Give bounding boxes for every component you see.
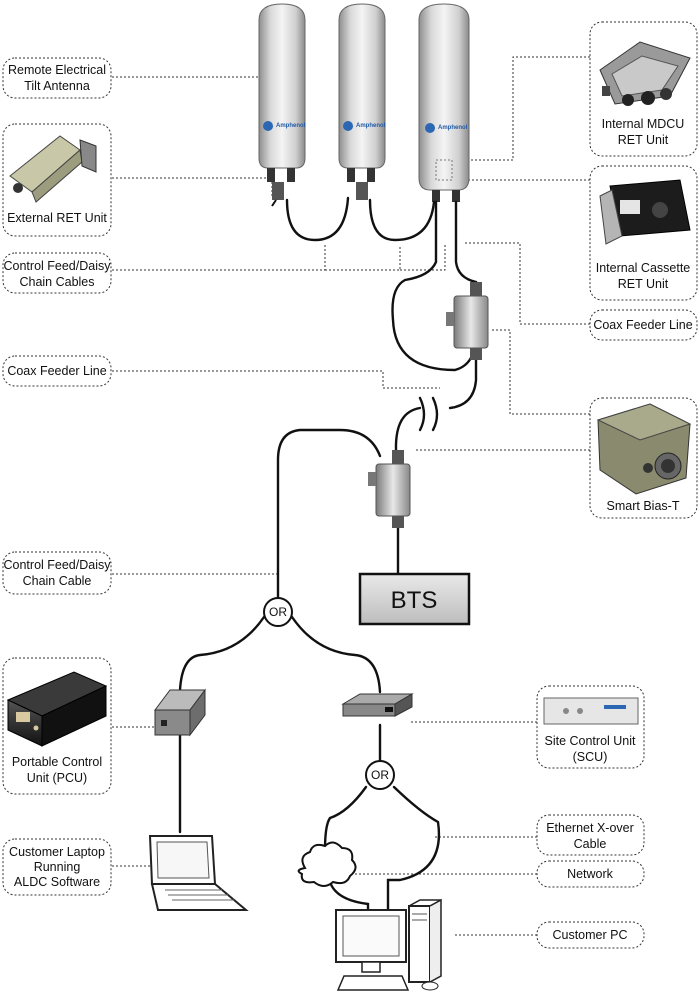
- pcu-box: Portable Control Unit (PCU): [2, 657, 112, 795]
- bts-label: BTS: [391, 587, 438, 614]
- customer-pc-label: Customer PC: [552, 928, 627, 942]
- internal-cassette-label-1: Internal Cassette: [596, 261, 691, 275]
- laptop-icon: [148, 835, 249, 911]
- customer-pc-box: Customer PC: [536, 921, 645, 949]
- amphenol-logo-icon: [263, 121, 273, 131]
- bts-cabinet: BTS: [358, 572, 471, 626]
- control-feed-cables-box: Control Feed/Daisy Chain Cables: [2, 252, 112, 294]
- control-feed-cable-label-2: Chain Cable: [23, 574, 92, 588]
- internal-cassette-box: Internal Cassette RET Unit: [589, 165, 698, 301]
- pcu-photo: [6, 671, 108, 747]
- antenna-1: Amphenol: [258, 3, 306, 207]
- smart-bias-t-label: Smart Bias-T: [607, 499, 680, 513]
- antenna-2: Amphenol: [338, 3, 386, 200]
- ret-antenna-box: Remote Electrical Tilt Antenna: [2, 57, 112, 99]
- scu-label-2: (SCU): [573, 750, 608, 764]
- internal-mdcu-box: Internal MDCU RET Unit: [589, 21, 698, 157]
- ret-antenna-label-2: Tilt Antenna: [24, 79, 90, 93]
- ethernet-label-1: Ethernet X-over: [546, 821, 634, 835]
- or-bottom-label: OR: [371, 768, 389, 782]
- pcu-label-1: Portable Control: [12, 755, 102, 769]
- pcu-label-2: Unit (PCU): [27, 771, 87, 785]
- network-label: Network: [567, 867, 614, 881]
- amphenol-logo-icon: [425, 123, 435, 133]
- ethernet-box: Ethernet X-over Cable: [536, 814, 645, 856]
- control-feed-cables-label-1: Control Feed/Daisy: [4, 259, 112, 273]
- coax-feeder-left-label: Coax Feeder Line: [7, 364, 106, 378]
- control-feed-cable-label-1: Control Feed/Daisy: [4, 558, 112, 572]
- antenna-3-brand: Amphenol: [438, 125, 468, 131]
- coax-feeder-right-box: Coax Feeder Line: [589, 309, 698, 341]
- internal-cassette-label-2: RET Unit: [618, 277, 669, 291]
- antenna-2-brand: Amphenol: [356, 123, 386, 129]
- pcu-device: [154, 688, 206, 737]
- laptop-box: Customer Laptop Running ALDC Software: [2, 838, 112, 896]
- coax-feeder-right-label: Coax Feeder Line: [593, 318, 692, 332]
- or-top-label: OR: [269, 605, 287, 619]
- network-cloud-icon: [297, 841, 357, 887]
- external-ret-photo: [9, 135, 97, 203]
- smart-bias-t-photo: [596, 403, 692, 495]
- scu-device: [341, 693, 414, 717]
- network-box: Network: [536, 860, 645, 888]
- smart-bias-t-box: Smart Bias-T: [589, 397, 698, 519]
- cables: [178, 196, 478, 912]
- scu-photo: [543, 697, 639, 725]
- external-ret-label: External RET Unit: [7, 211, 107, 225]
- scu-label-1: Site Control Unit: [544, 734, 636, 748]
- mdcu-photo: [599, 41, 691, 106]
- internal-mdcu-label-1: Internal MDCU: [602, 117, 685, 131]
- laptop-label-2: Running: [34, 860, 81, 874]
- or-node-top: OR: [263, 597, 293, 627]
- antenna-3: Amphenol: [418, 3, 470, 202]
- laptop-label-1: Customer Laptop: [9, 845, 105, 859]
- external-ret-box: External RET Unit: [2, 123, 112, 237]
- or-node-bottom: OR: [365, 760, 395, 790]
- upper-bias-t: [446, 282, 489, 360]
- lower-bias-t: [368, 450, 411, 528]
- scu-box: Site Control Unit (SCU): [536, 685, 645, 769]
- coax-feeder-left-box: Coax Feeder Line: [2, 355, 112, 387]
- ret-antenna-label-1: Remote Electrical: [8, 63, 106, 77]
- internal-mdcu-label-2: RET Unit: [618, 133, 669, 147]
- laptop-label-3: ALDC Software: [14, 875, 100, 889]
- amphenol-logo-icon: [343, 121, 353, 131]
- cassette-photo: [599, 179, 691, 245]
- control-feed-cables-label-2: Chain Cables: [19, 275, 94, 289]
- desktop-pc-icon: [335, 898, 442, 991]
- ethernet-label-2: Cable: [574, 837, 607, 851]
- antenna-1-brand: Amphenol: [276, 123, 306, 129]
- control-feed-cable-box: Control Feed/Daisy Chain Cable: [2, 551, 112, 595]
